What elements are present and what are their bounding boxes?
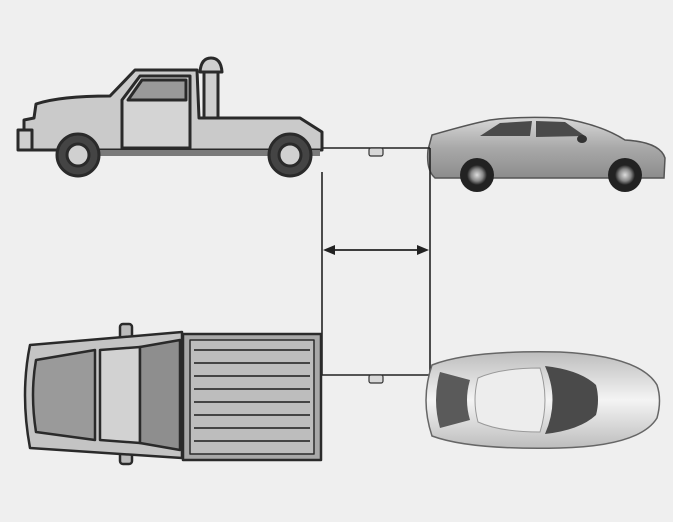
pickup-bed-slats: [194, 349, 310, 442]
tow-lines: [321, 147, 431, 376]
sedan-top-icon: [425, 351, 661, 449]
tow-truck-side-icon: [16, 56, 324, 178]
tow-hook-connector-top: [368, 147, 384, 157]
pickup-top-icon: [23, 322, 323, 466]
tow-hook-connector-bottom: [368, 374, 384, 384]
sedan-side-icon: [426, 116, 666, 192]
distance-arrow-icon: [323, 245, 429, 255]
